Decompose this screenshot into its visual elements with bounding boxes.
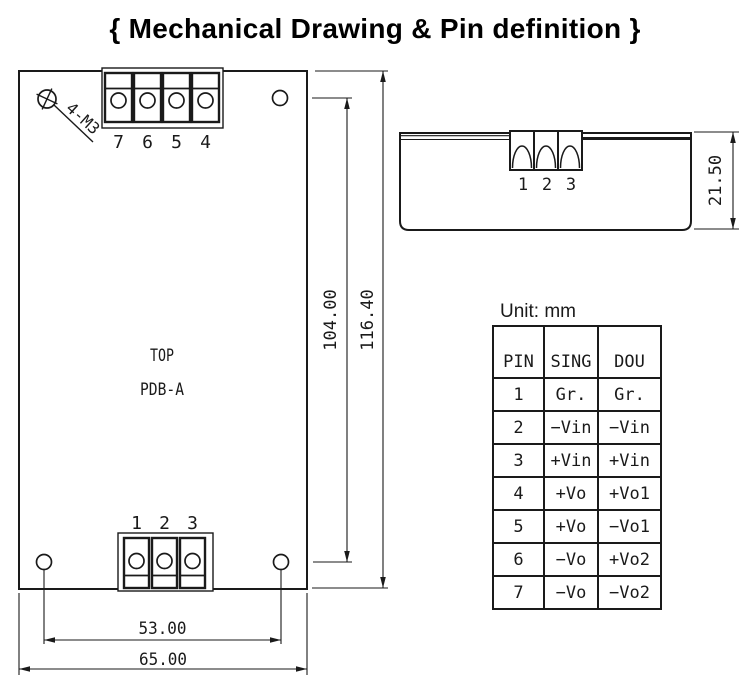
mounting-hole-bottom-left: [35, 553, 53, 571]
dim-hole-span-horizontal: 53.00: [43, 569, 282, 644]
mounting-hole-bottom-right: [272, 553, 290, 571]
side-view-drawing: 1 2 3 21.50: [399, 130, 739, 231]
terminal-screw-hole: [156, 552, 173, 570]
side-body: [399, 132, 692, 231]
cell-pin: 4: [492, 476, 545, 511]
side-pin-labels: 1 2 3: [518, 175, 576, 195]
dim-overall-width: 65.00: [18, 593, 308, 675]
pin-label-2: 2: [159, 513, 170, 534]
terminal-screw-hole: [128, 552, 145, 570]
cell-dou: −Vin: [597, 410, 662, 445]
bottom-terminal-block: [117, 532, 214, 592]
top-terminal-pin-labels: 7 6 5 4: [113, 132, 211, 153]
cell-dou: −Vo1: [597, 509, 662, 544]
terminal-screw-profile: [511, 145, 533, 169]
pin-label-6: 6: [142, 132, 153, 153]
cell-sing: −Vo: [543, 575, 599, 610]
screw-callout: 4-M3: [53, 98, 104, 143]
dim-text-116: 116.40: [358, 289, 378, 350]
cell-dou: +Vo2: [597, 542, 662, 577]
cell-dou: −Vo2: [597, 575, 662, 610]
cell-pin: 3: [492, 443, 545, 478]
cell-sing: +Vin: [543, 443, 599, 478]
table-row: 3 +Vin +Vin: [492, 443, 662, 478]
top-label: TOP: [150, 346, 174, 366]
cell-pin: 1: [492, 377, 545, 412]
unit-label: Unit: mm: [500, 301, 576, 322]
corner-screw-symbol: [36, 88, 58, 110]
side-pin-label-3: 3: [566, 175, 576, 195]
pin-label-7: 7: [113, 132, 124, 153]
table-row: 4 +Vo +Vo1: [492, 476, 662, 511]
cell-dou: Gr.: [597, 377, 662, 412]
terminal-screw-profile: [535, 145, 557, 169]
page-title: { Mechanical Drawing & Pin definition }: [109, 13, 641, 44]
cell-sing: −Vo: [543, 542, 599, 577]
top-terminal-block: [101, 67, 224, 129]
table-row: 2 −Vin −Vin: [492, 410, 662, 445]
cell-pin: 5: [492, 509, 545, 544]
terminal-screw-profile: [559, 145, 581, 169]
side-pin-label-2: 2: [542, 175, 552, 195]
terminal-screw-hole: [139, 92, 156, 109]
terminal-screw-hole: [110, 92, 127, 109]
cell-sing: +Vo: [543, 509, 599, 544]
pin-label-3: 3: [187, 513, 198, 534]
cell-dou: +Vo1: [597, 476, 662, 511]
table-row: 1 Gr. Gr.: [492, 377, 662, 412]
dim-text-53: 53.00: [139, 619, 187, 639]
cell-sing: +Vo: [543, 476, 599, 511]
cell-sing: −Vin: [543, 410, 599, 445]
header-sing: SING: [543, 325, 599, 379]
cell-pin: 6: [492, 542, 545, 577]
model-label: PDB-A: [140, 380, 184, 400]
dim-overall-height: 116.40: [312, 70, 388, 589]
cell-pin: 7: [492, 575, 545, 610]
table-row: 7 −Vo −Vo2: [492, 575, 662, 610]
pin-label-5: 5: [171, 132, 182, 153]
table-row: 6 −Vo +Vo2: [492, 542, 662, 577]
dim-text-21-50: 21.50: [706, 155, 726, 206]
terminal-screw-hole: [197, 92, 214, 109]
cell-pin: 2: [492, 410, 545, 445]
side-pin-label-1: 1: [518, 175, 528, 195]
terminal-screw-hole: [184, 552, 201, 570]
center-labels: TOP PDB-A: [140, 346, 184, 400]
dim-hole-span-vertical: 104.00: [312, 97, 352, 563]
bottom-terminal-pin-labels: 1 2 3: [131, 513, 198, 534]
dim-text-65: 65.00: [139, 650, 187, 670]
pin-table-header-row: PIN SING DOU: [492, 325, 662, 379]
top-view-drawing: 4-M3 7 6 5 4: [18, 67, 388, 675]
header-dou: DOU: [597, 325, 662, 379]
header-pin: PIN: [492, 325, 545, 379]
pin-label-1: 1: [131, 513, 142, 534]
side-terminal-block: [509, 130, 583, 171]
cell-dou: +Vin: [597, 443, 662, 478]
cell-sing: Gr.: [543, 377, 599, 412]
terminal-screw-hole: [168, 92, 185, 109]
module-body-outline: [18, 70, 308, 590]
table-row: 5 +Vo −Vo1: [492, 509, 662, 544]
mounting-hole-top-right: [271, 89, 289, 107]
dim-side-height: 21.50: [694, 131, 739, 230]
pin-label-4: 4: [200, 132, 211, 153]
pin-definition-table: PIN SING DOU 1 Gr. Gr. 2 −Vin −Vin 3 +Vi…: [492, 325, 662, 610]
dim-text-104: 104.00: [321, 289, 341, 350]
